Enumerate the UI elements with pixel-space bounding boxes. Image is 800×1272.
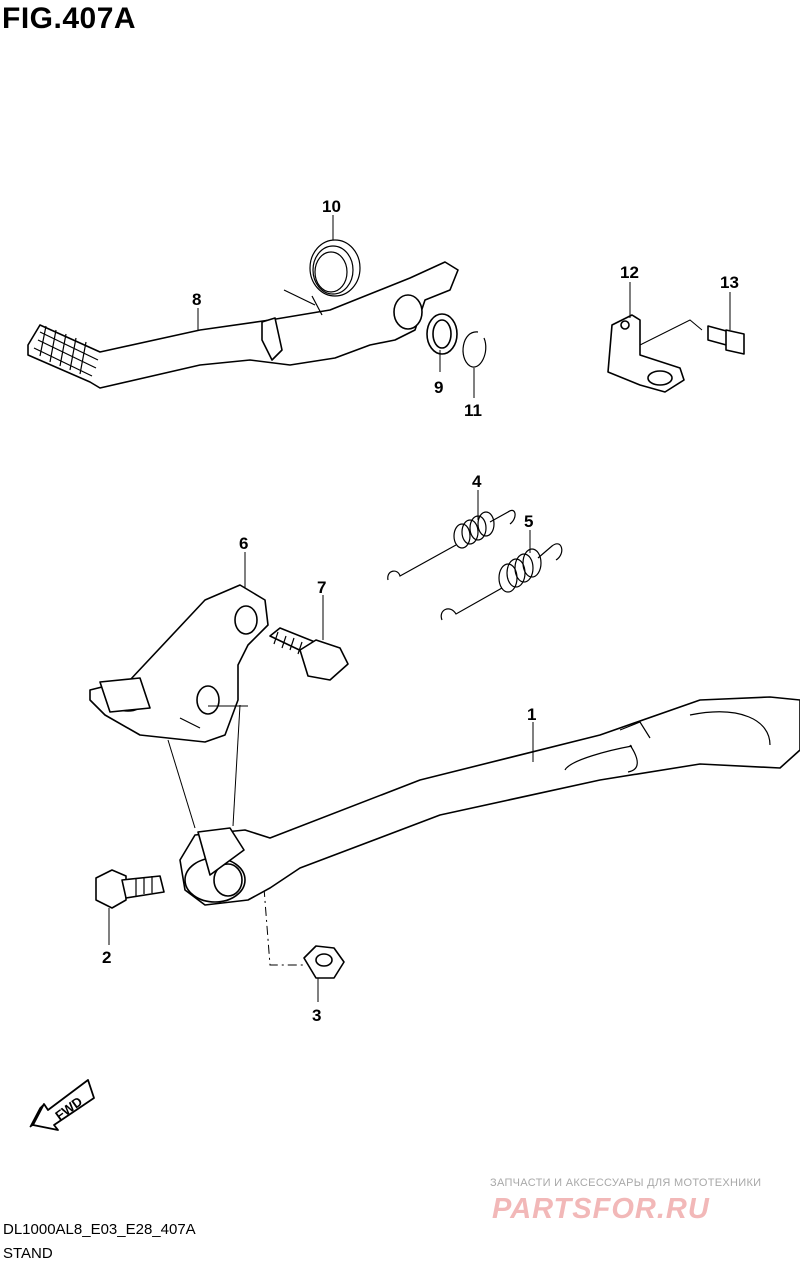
callout-8: 8 xyxy=(192,290,201,309)
watermark-tagline: ЗАПЧАСТИ И АКСЕССУАРЫ ДЛЯ МОТОТЕХНИКИ xyxy=(490,1177,762,1189)
pivot-nut-part[interactable] xyxy=(303,945,345,979)
spring-lower-part[interactable] xyxy=(440,543,563,621)
callout-10: 10 xyxy=(322,197,341,216)
bracket-bolt-part[interactable] xyxy=(707,325,745,355)
callout-2: 2 xyxy=(102,948,111,967)
figure-code: DL1000AL8_E03_E28_407A xyxy=(3,1221,196,1238)
bracket-mount-bolt-part[interactable] xyxy=(269,627,349,681)
callout-leaders xyxy=(108,215,731,1002)
figure-name: STAND xyxy=(3,1245,53,1262)
side-stand-part[interactable] xyxy=(179,696,800,906)
pivot-bolt-part[interactable] xyxy=(95,869,165,909)
callout-5: 5 xyxy=(524,512,533,531)
bracket-part[interactable] xyxy=(607,314,703,393)
callout-4: 4 xyxy=(472,472,482,491)
callout-9: 9 xyxy=(434,378,443,397)
callout-3: 3 xyxy=(312,1006,321,1025)
stand-bracket-part[interactable] xyxy=(89,584,269,743)
circlip-part[interactable] xyxy=(462,331,487,368)
figure-title: FIG.407A xyxy=(2,2,137,35)
forward-arrow-icon: FWD xyxy=(29,1079,95,1131)
callout-1: 1 xyxy=(527,705,536,724)
torsion-spring-part[interactable] xyxy=(283,239,361,316)
callout-12: 12 xyxy=(620,263,639,282)
pedal-lever-part[interactable] xyxy=(27,261,459,389)
callout-6: 6 xyxy=(239,534,248,553)
washer-part[interactable] xyxy=(426,313,458,355)
callout-11: 11 xyxy=(464,401,482,420)
callout-7: 7 xyxy=(317,578,326,597)
watermark-logo: PARTSFOR.RU xyxy=(492,1193,710,1225)
spring-upper-part[interactable] xyxy=(387,509,516,581)
callout-13: 13 xyxy=(720,273,739,292)
